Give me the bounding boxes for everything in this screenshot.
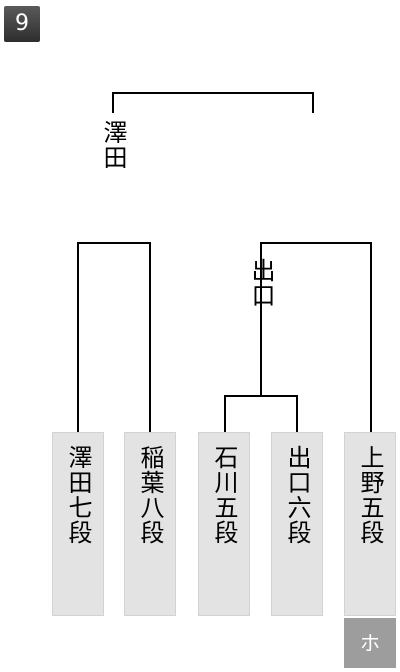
player-card: 石川五段 <box>198 432 250 616</box>
player-name: 出口六段 <box>283 445 311 545</box>
semifinal-connector <box>260 242 372 432</box>
player-name: 澤田七段 <box>64 445 92 545</box>
left-pair-connector <box>77 242 151 432</box>
player-card: 稲葉八段 <box>124 432 176 616</box>
final-winner-label: 澤田 <box>99 120 127 170</box>
seed-badge: ホ <box>344 618 396 668</box>
player-card: 上野五段 <box>344 432 396 616</box>
round-badge: 9 <box>4 6 40 42</box>
player-card: 澤田七段 <box>52 432 104 616</box>
player-card: 出口六段 <box>271 432 323 616</box>
semifinal-winner-label: 出口 <box>247 258 275 308</box>
final-connector <box>112 92 314 113</box>
player-name: 石川五段 <box>210 445 238 545</box>
inner-pair-connector <box>224 395 298 432</box>
player-name: 上野五段 <box>356 445 384 545</box>
player-name: 稲葉八段 <box>136 445 164 545</box>
